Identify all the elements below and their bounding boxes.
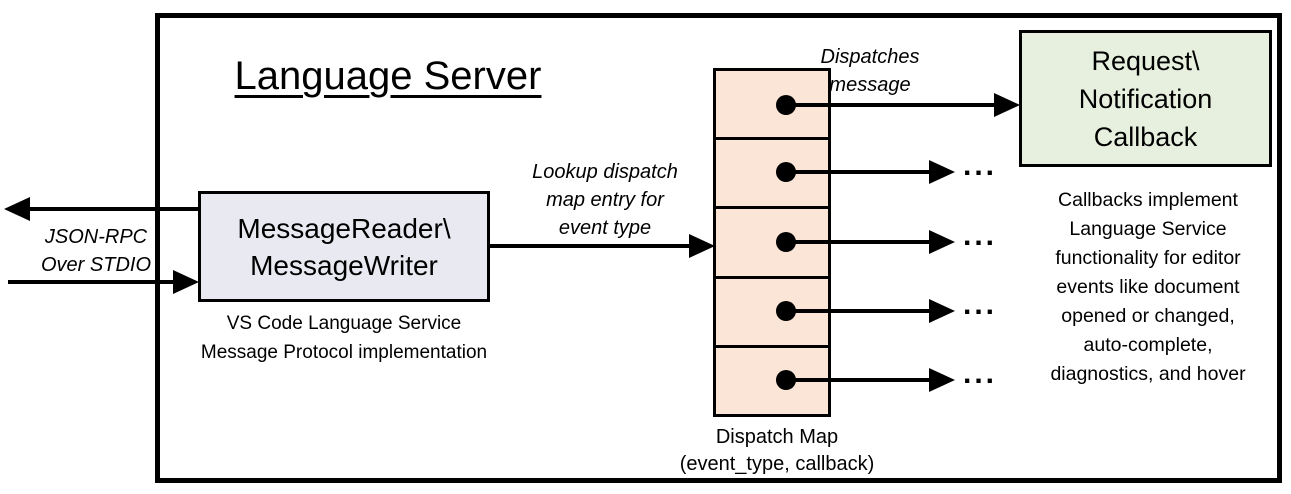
stdio-label-line1: JSON-RPC <box>44 226 148 248</box>
message-box-line1: MessageReader\ <box>237 212 451 244</box>
lookup-label-line2: map entry for <box>546 189 664 211</box>
dispatch-map-caption-line2: (event_type, callback) <box>679 453 875 475</box>
dispatch-map-cell <box>716 71 828 141</box>
callback-box-line3: Callback <box>1093 121 1198 152</box>
stdio-label-line2: Over STDIO <box>40 254 151 276</box>
stdio-label: JSON-RPC Over STDIO <box>20 223 172 279</box>
callbacks-note-line: Callbacks implement <box>1058 189 1238 211</box>
request-notification-callback-box: Request\ Notification Callback <box>1019 30 1272 167</box>
lookup-dispatch-label: Lookup dispatch map entry for event type <box>515 158 695 242</box>
diagram-title-text: Language Server <box>234 54 542 98</box>
callback-box-line2: Notification <box>1078 83 1213 114</box>
callbacks-note-line: Language Service <box>1069 218 1227 240</box>
dispatches-message-label: Dispatches message <box>800 43 940 99</box>
message-box-caption-line1: VS Code Language Service <box>226 313 462 334</box>
diagram-title: Language Server <box>158 52 618 100</box>
message-box-line2: MessageWriter <box>250 249 438 281</box>
lookup-label-line1: Lookup dispatch <box>532 161 678 183</box>
callbacks-note-line: events like document <box>1056 276 1240 298</box>
message-box-caption: VS Code Language Service Message Protoco… <box>198 309 490 367</box>
dispatches-label-line2: message <box>829 74 911 96</box>
dispatch-map-cell <box>716 209 828 279</box>
stdout-arrowhead-icon <box>4 197 30 221</box>
ellipsis-row-2: ... <box>963 149 998 182</box>
callback-box-line1: Request\ <box>1091 45 1200 76</box>
dispatch-map-cell <box>716 348 828 414</box>
dispatch-map-caption: Dispatch Map (event_type, callback) <box>640 424 914 478</box>
dispatch-map-cell <box>716 279 828 348</box>
ellipsis-row-5: ... <box>963 357 998 390</box>
callbacks-note-line: opened or changed, <box>1061 305 1235 327</box>
lookup-label-line3: event type <box>558 217 652 239</box>
ellipsis-row-3: ... <box>963 219 998 252</box>
callbacks-note: Callbacks implement Language Service fun… <box>1020 186 1276 389</box>
dispatch-map-caption-line1: Dispatch Map <box>715 426 839 448</box>
dispatches-label-line1: Dispatches <box>820 46 920 68</box>
callbacks-note-line: functionality for editor <box>1055 247 1241 269</box>
dispatch-map-cell <box>716 140 828 210</box>
message-box-caption-line2: Message Protocol implementation <box>200 342 488 363</box>
dispatch-map <box>713 68 831 417</box>
callbacks-note-line: auto-complete, <box>1083 334 1213 356</box>
callbacks-note-line: diagnostics, and hover <box>1050 363 1246 385</box>
message-reader-writer-box: MessageReader\ MessageWriter <box>198 191 490 302</box>
ellipsis-row-4: ... <box>963 288 998 321</box>
